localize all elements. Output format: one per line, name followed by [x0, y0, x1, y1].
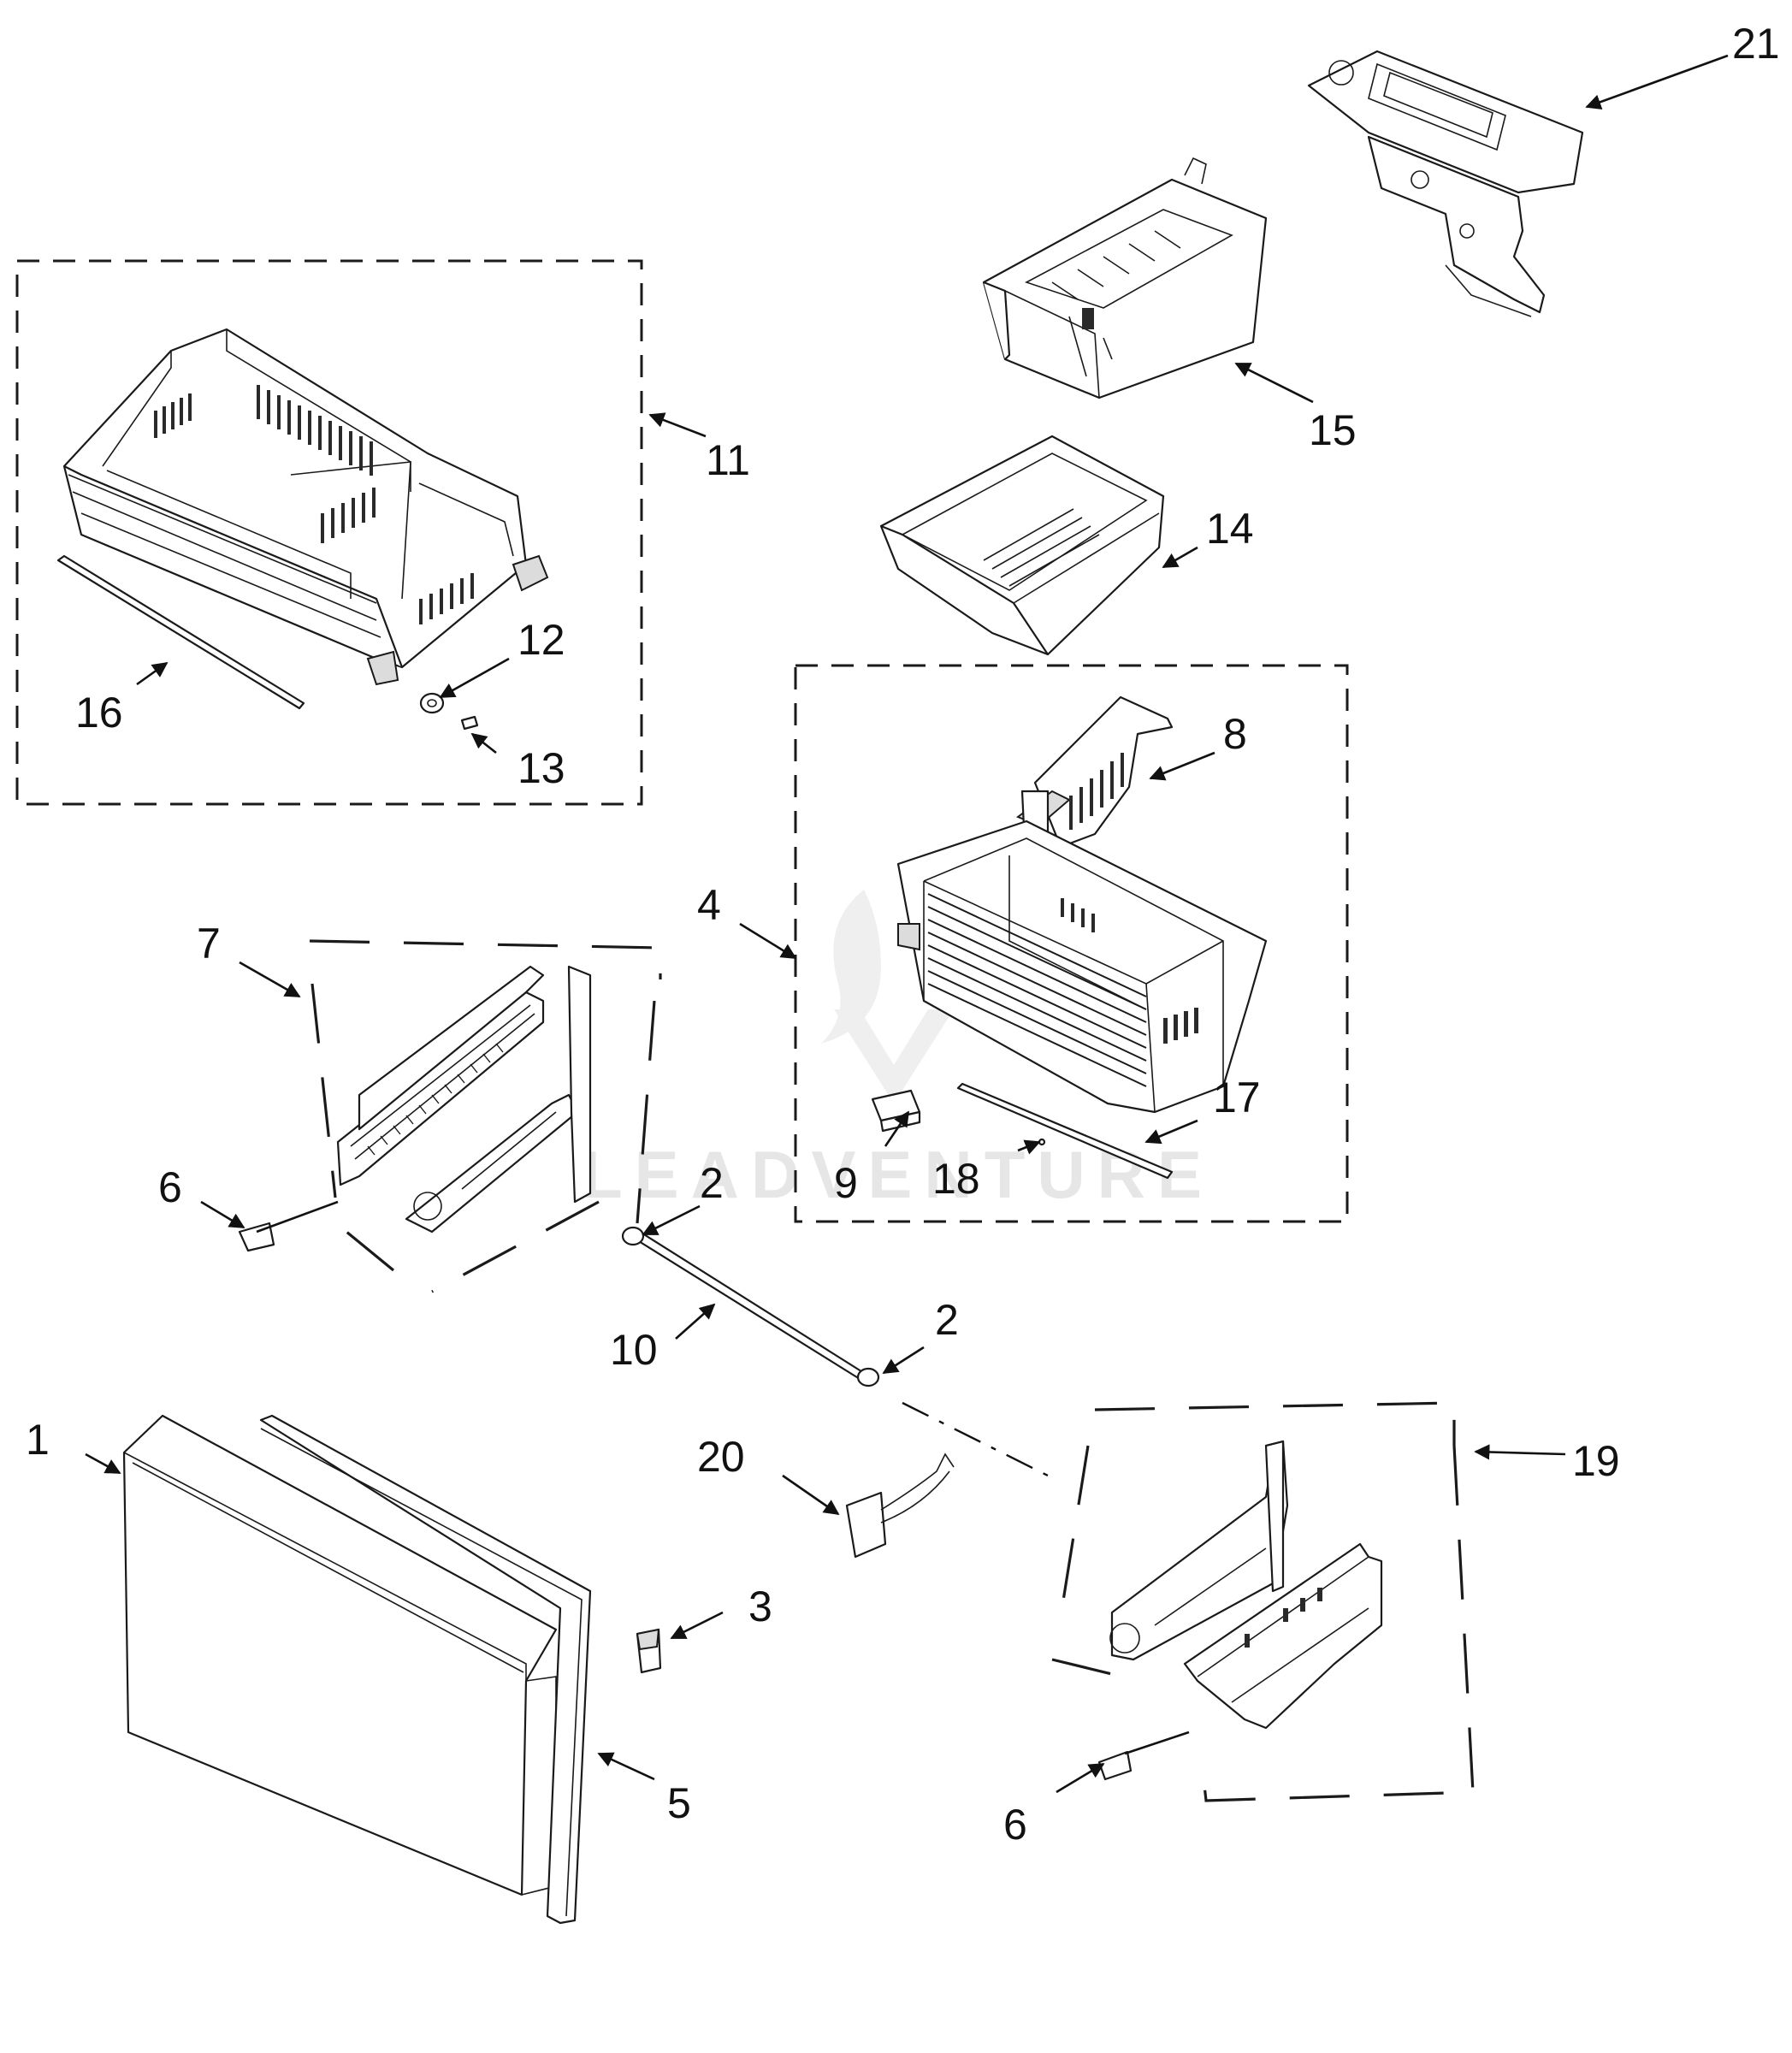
callout-8: 8	[1223, 710, 1247, 758]
callout-1: 1	[26, 1416, 50, 1464]
callout-16: 16	[75, 689, 123, 737]
part-10-shaft	[633, 1230, 866, 1381]
part-19-slide-assembly	[1109, 1440, 1383, 1730]
part-17-rail	[956, 1082, 1174, 1180]
part-13-screw	[460, 715, 479, 731]
callout-5: 5	[667, 1779, 691, 1827]
part-2-end-cap-upper	[621, 1226, 645, 1246]
callout-20: 20	[697, 1433, 745, 1481]
part-6-end-cap-left	[238, 1222, 275, 1252]
callout-11: 11	[706, 436, 750, 484]
callout-2-lower: 2	[935, 1296, 959, 1344]
callout-4: 4	[697, 881, 721, 929]
part-11-drawer-basket	[62, 328, 549, 686]
callout-17: 17	[1213, 1074, 1261, 1121]
callout-9: 9	[834, 1159, 858, 1207]
group-box-4	[794, 664, 1349, 1223]
part-12-roller	[419, 692, 445, 714]
part-5-gasket	[259, 1414, 592, 1925]
callout-12: 12	[517, 616, 565, 664]
part-9-clip	[871, 1089, 921, 1133]
group-box-7	[309, 939, 662, 1293]
part-2-end-cap-lower	[856, 1367, 880, 1387]
callout-10: 10	[610, 1326, 658, 1374]
watermark-text: LEADVENTURE	[582, 1137, 1214, 1212]
watermark: LEADVENTURE	[582, 890, 1214, 1212]
callout-3: 3	[748, 1583, 772, 1630]
part-3-clip	[636, 1628, 662, 1674]
callout-15: 15	[1309, 406, 1357, 454]
callout-13: 13	[517, 744, 565, 792]
callout-14: 14	[1206, 505, 1254, 553]
part-18-pin	[1038, 1138, 1046, 1146]
part-21-ice-chute	[1307, 50, 1584, 317]
alignment-line	[902, 1401, 1057, 1482]
callout-19: 19	[1572, 1437, 1620, 1485]
part-14-ice-bin	[879, 435, 1165, 656]
part-15-ice-maker	[982, 157, 1268, 399]
group-box-19	[1051, 1401, 1475, 1802]
part-7-slide-assembly	[336, 965, 592, 1234]
leader-lines	[85, 54, 1729, 1794]
part-16-rail	[56, 554, 305, 710]
callout-labels: 21 15 14 11 12 13 16 8 4 9 17 18 7 6 2 1…	[26, 20, 1780, 1849]
callout-2-upper: 2	[700, 1159, 724, 1207]
callout-7: 7	[197, 920, 221, 967]
part-6-end-cap-right	[1097, 1750, 1133, 1781]
part-20-sensor	[845, 1452, 955, 1559]
group-box-11	[15, 259, 643, 806]
callout-18: 18	[932, 1155, 980, 1203]
part-1-drawer-front	[122, 1414, 558, 1896]
callout-6-left: 6	[158, 1163, 182, 1211]
part-4-freezer-basket	[896, 819, 1268, 1114]
callout-21: 21	[1732, 20, 1780, 68]
callout-6-right: 6	[1003, 1801, 1027, 1849]
